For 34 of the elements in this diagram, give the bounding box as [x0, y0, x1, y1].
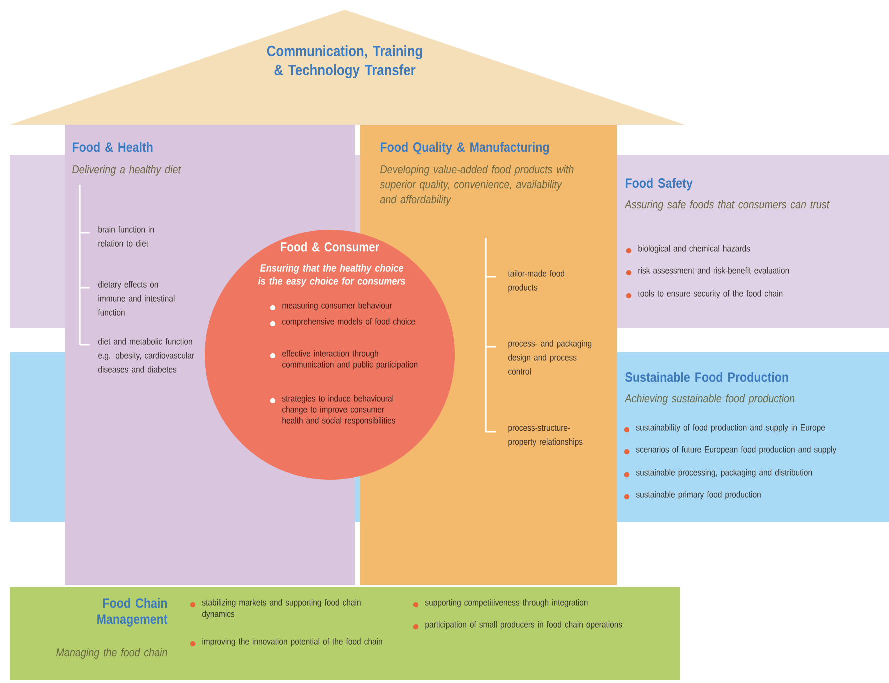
- list-item: sustainability of food production and supply in Europe: [636, 424, 826, 433]
- list-item: risk assessment and risk-benefit evaluation: [638, 267, 790, 274]
- heading: Food Safety: [626, 178, 693, 191]
- list-item: stabilizing markets and supporting food chain dynamics: [202, 599, 361, 620]
- subheading: Developing value-added food products with superior quality, convenience, availability and affordability: [380, 165, 574, 206]
- heading: Communication, Training & Technology Transfer: [267, 45, 422, 79]
- list-item: biological and chemical hazards: [638, 245, 750, 254]
- heading: Food Quality & Manufacturing: [381, 142, 550, 155]
- heading: Food & Consumer: [281, 242, 380, 252]
- subheading: Assuring safe foods that consumers can trust: [624, 200, 830, 211]
- list-item: tools to ensure security of the food chain: [638, 290, 783, 299]
- list-item: tailor-made food products: [508, 270, 564, 293]
- list-item: effective interaction through communication and public participation: [282, 350, 418, 370]
- list-item: sustainable processing, packaging and distribution: [636, 469, 812, 478]
- subheading: Achieving sustainable food production: [624, 394, 795, 405]
- list-item: sustainable primary food production: [636, 491, 761, 500]
- list-item: brain function in relation to diet: [98, 226, 154, 247]
- list-item: process-structure-property relationships: [508, 425, 583, 447]
- heading: Food & Health: [72, 142, 153, 152]
- heading: Food Chain Management: [98, 598, 168, 627]
- list-item: process- and packaging design and process control: [508, 340, 592, 375]
- list-item: supporting competitiveness through integration: [425, 599, 588, 608]
- list-item: measuring consumer behaviour: [282, 302, 392, 311]
- subheading: Delivering a healthy diet: [72, 165, 182, 176]
- list-item: comprehensive models of food choice: [282, 318, 416, 327]
- list-item: diet and metabolic function e.g. obesity, cardiovascular diseases and diabetes: [98, 338, 194, 373]
- list-item: strategies to induce behavioural change to improve consumer health and social responsibilities: [282, 395, 396, 426]
- list-item: improving the innovation potential of the food chain: [202, 638, 382, 647]
- list-item: dietary effects on immune and intestinal function: [98, 281, 175, 316]
- list-item: participation of small producers in food chain operations: [426, 621, 622, 630]
- subheading: Managing the food chain: [56, 648, 168, 659]
- tagline: Ensuring that the healthy choice is the easy choice for consumers: [258, 264, 406, 287]
- list-item: scenarios of future European food production and supply: [636, 446, 837, 455]
- heading: Sustainable Food Production: [626, 372, 788, 382]
